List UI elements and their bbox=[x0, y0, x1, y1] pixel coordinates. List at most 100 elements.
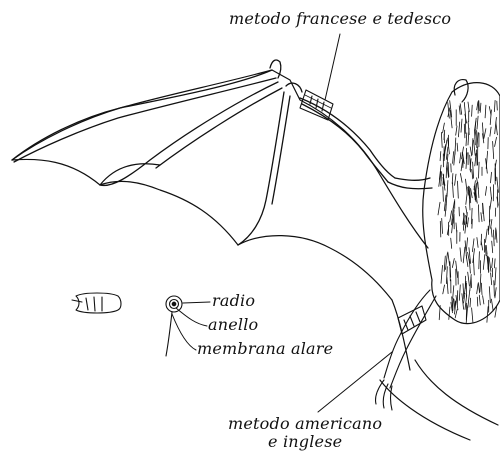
fur-stroke bbox=[494, 281, 495, 297]
fur-stroke bbox=[477, 297, 478, 306]
fur-stroke bbox=[466, 179, 468, 192]
label-french-german-method: metodo francese e tedesco bbox=[229, 9, 451, 28]
fur-stroke bbox=[443, 123, 445, 133]
fur-stroke bbox=[479, 162, 480, 178]
fur-stroke bbox=[453, 286, 454, 299]
fur-stroke bbox=[475, 121, 476, 130]
fur-stroke bbox=[463, 247, 465, 263]
fur-stroke bbox=[489, 287, 490, 303]
fur-stroke bbox=[492, 258, 493, 267]
fur-stroke bbox=[444, 256, 445, 271]
fur-stroke bbox=[466, 193, 467, 205]
fur-stroke bbox=[487, 307, 488, 323]
fur-stroke bbox=[479, 295, 480, 305]
fur-stroke bbox=[442, 218, 443, 233]
fur-stroke bbox=[471, 189, 473, 198]
fur-stroke bbox=[478, 205, 479, 222]
fur-stroke bbox=[468, 290, 470, 308]
fur-stroke bbox=[467, 218, 468, 227]
fur-stroke bbox=[496, 230, 497, 243]
fur-stroke bbox=[472, 239, 474, 252]
fur-stroke bbox=[459, 106, 460, 115]
fur-stroke bbox=[495, 268, 496, 285]
fur-stroke bbox=[447, 278, 448, 294]
label-american-english-method-line1: metodo americano bbox=[228, 414, 382, 433]
fur-stroke bbox=[497, 101, 498, 110]
fur-stroke bbox=[458, 122, 459, 137]
fur-stroke bbox=[490, 127, 491, 136]
fur-stroke bbox=[486, 151, 487, 168]
fur-stroke bbox=[460, 104, 462, 115]
fur-stroke bbox=[479, 252, 480, 269]
fur-stroke bbox=[494, 259, 495, 268]
fur-stroke bbox=[458, 181, 459, 198]
ring-icon bbox=[72, 293, 121, 313]
fur-stroke bbox=[460, 153, 461, 163]
fur-stroke bbox=[485, 187, 486, 196]
fur-stroke bbox=[490, 187, 491, 199]
fur-stroke bbox=[452, 174, 453, 184]
fur-stroke bbox=[455, 174, 456, 185]
fur-stroke bbox=[495, 137, 497, 146]
fur-stroke bbox=[452, 259, 454, 268]
fur-stroke bbox=[455, 138, 456, 154]
fur-stroke bbox=[483, 296, 484, 304]
fur-stroke bbox=[481, 283, 482, 295]
fur-stroke bbox=[453, 152, 454, 164]
fur-stroke bbox=[441, 132, 442, 147]
fur-stroke bbox=[470, 147, 472, 156]
fur-stroke bbox=[489, 258, 491, 272]
fur-stroke bbox=[485, 105, 486, 118]
label-radio: radio bbox=[212, 291, 255, 310]
fur-stroke bbox=[490, 198, 492, 210]
fur-stroke bbox=[447, 181, 448, 197]
label-anello: anello bbox=[208, 315, 258, 334]
fur-stroke bbox=[491, 228, 492, 237]
leg-ring bbox=[375, 290, 436, 410]
fur-stroke bbox=[491, 172, 492, 183]
fur-stroke bbox=[440, 152, 441, 161]
fur-stroke bbox=[491, 219, 492, 228]
fur-stroke bbox=[491, 273, 492, 285]
fur-stroke bbox=[486, 245, 487, 254]
wing-membrane bbox=[12, 70, 498, 440]
fur-stroke bbox=[485, 229, 487, 242]
fur-stroke bbox=[466, 133, 467, 146]
fur-stroke bbox=[468, 272, 470, 286]
fur-stroke bbox=[453, 183, 454, 198]
fur-stroke bbox=[443, 187, 444, 202]
fur-stroke bbox=[472, 169, 473, 179]
wing-bones bbox=[12, 60, 432, 245]
fur-stroke bbox=[470, 298, 471, 307]
fur-stroke bbox=[460, 174, 462, 183]
fur-stroke bbox=[468, 122, 469, 135]
fur-stroke bbox=[472, 308, 473, 322]
fur-stroke bbox=[461, 119, 462, 132]
fur-stroke bbox=[477, 238, 478, 248]
fur-stroke bbox=[478, 101, 479, 114]
fur-stroke bbox=[451, 238, 452, 248]
fur-stroke bbox=[441, 265, 443, 283]
label-membrana-alare: membrana alare bbox=[197, 339, 333, 358]
fur-stroke bbox=[477, 102, 478, 110]
fur-stroke bbox=[477, 284, 478, 294]
fur-stroke bbox=[459, 285, 460, 301]
label-american-english-method-line2: e inglese bbox=[268, 432, 342, 451]
fur-stroke bbox=[495, 288, 496, 298]
fur-stroke bbox=[489, 107, 491, 115]
fur-stroke bbox=[468, 102, 469, 112]
fur-stroke bbox=[445, 204, 446, 216]
fur-stroke bbox=[491, 299, 493, 311]
fur-stroke bbox=[483, 255, 485, 270]
fur-stroke bbox=[473, 258, 474, 275]
fur-stroke bbox=[496, 122, 498, 135]
fur-stroke bbox=[480, 103, 481, 112]
fur-stroke bbox=[463, 284, 464, 299]
fur-stroke bbox=[477, 150, 478, 166]
fur-stroke bbox=[472, 139, 473, 155]
fur-stroke bbox=[460, 248, 461, 262]
fur-stroke bbox=[475, 130, 476, 138]
fur-stroke bbox=[455, 310, 457, 318]
